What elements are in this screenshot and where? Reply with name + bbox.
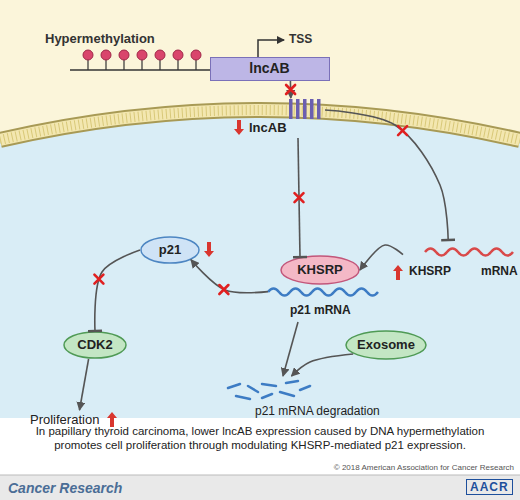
lncrna-label: lncAB xyxy=(235,98,325,138)
node-label: p21 mRNA degradation xyxy=(255,404,380,418)
ellipse-shape xyxy=(141,237,199,263)
node-label: KHSRP xyxy=(409,264,451,278)
methyl-circle xyxy=(119,50,129,60)
membrane-edge xyxy=(0,110,520,140)
mrna-label: KHSRP mRNA xyxy=(403,240,516,282)
arrow-connector xyxy=(191,260,268,293)
node-label: lncAB xyxy=(249,120,287,135)
methyl-circle xyxy=(173,50,183,60)
rna-bar xyxy=(317,99,321,119)
membrane-texture xyxy=(0,110,520,140)
fragment xyxy=(228,384,240,388)
protein-ellipse: p21 xyxy=(140,236,200,264)
arrow-connector xyxy=(292,354,354,376)
rna-bar xyxy=(296,99,300,119)
block-cross xyxy=(94,275,103,284)
lollipop-stalk xyxy=(105,59,106,70)
lollipop-stalk xyxy=(159,59,160,70)
fragment xyxy=(286,381,298,383)
publisher-logo: AACR xyxy=(466,479,513,495)
footer-bar xyxy=(0,475,520,500)
node-label: Exosome xyxy=(345,330,427,360)
copyright-note: © 2018 American Association for Cancer R… xyxy=(300,463,514,472)
node-label: mRNA xyxy=(481,264,518,278)
fragment xyxy=(236,396,250,399)
degradation-label: p21 mRNA degradation xyxy=(215,376,385,422)
journal-name: Cancer Research xyxy=(8,480,122,496)
node-label: KHSRP xyxy=(280,255,360,285)
tss-arrow xyxy=(258,40,284,57)
lollipop-stalk xyxy=(141,59,142,70)
methyl-circle xyxy=(191,50,201,60)
fragment xyxy=(262,384,276,386)
fragment xyxy=(248,386,258,392)
mrna-label: p21 mRNA xyxy=(262,284,382,322)
ellipse-shape xyxy=(64,332,126,358)
cytoplasm-area xyxy=(0,110,520,418)
rna-bar xyxy=(303,99,307,119)
block-cross xyxy=(219,285,228,294)
methyl-circle xyxy=(155,50,165,60)
block-cross xyxy=(398,126,407,135)
down-arrow xyxy=(204,242,214,257)
arrow-connector xyxy=(283,322,298,376)
node-label: lncAB xyxy=(211,58,328,79)
up-arrow xyxy=(393,265,403,280)
methyl-circle xyxy=(137,50,147,60)
fragment xyxy=(280,392,294,396)
promoter-line xyxy=(70,69,210,71)
fragment xyxy=(262,394,272,398)
lollipop-stalk xyxy=(123,59,124,70)
node-label: p21 mRNA xyxy=(290,303,351,317)
down-arrow xyxy=(234,120,244,135)
methyl-circle xyxy=(83,50,93,60)
kinase-ellipse: CDK2 xyxy=(63,331,127,359)
p21-mrna-wave xyxy=(268,289,378,296)
tss-label: TSS xyxy=(289,32,312,46)
inhibition-connector xyxy=(298,138,300,257)
lncrna-bars xyxy=(289,99,321,119)
gene-box: lncAB xyxy=(210,57,330,81)
ellipse-shape xyxy=(346,331,426,359)
lollipop-stalk xyxy=(195,59,196,70)
node-label: p21 xyxy=(140,236,200,264)
change-arrows xyxy=(107,120,403,427)
khsrp-mrna-wave xyxy=(425,249,513,256)
inhibition-connector xyxy=(95,250,140,331)
arrow-connector xyxy=(80,359,89,410)
vesicle-ellipse: Exosome xyxy=(345,330,427,360)
inhibition-connector xyxy=(325,110,448,240)
footer-rule xyxy=(0,475,520,476)
arrow-connector xyxy=(360,245,403,270)
methyl-circle xyxy=(101,50,111,60)
up-arrow xyxy=(107,412,117,427)
fragment xyxy=(300,386,310,390)
lollipop-stalk xyxy=(177,59,178,70)
methylation-lollipops xyxy=(70,50,210,70)
figure-caption: In papillary thyroid carcinoma, lower ln… xyxy=(15,424,505,452)
membrane-band xyxy=(0,110,520,140)
mrna-fragments xyxy=(228,381,310,399)
annotation-text: Hypermethylation xyxy=(45,31,155,46)
lollipop-stalk xyxy=(87,59,88,70)
ellipse-shape xyxy=(281,256,359,284)
node-label: CDK2 xyxy=(63,331,127,359)
protein-ellipse: KHSRP xyxy=(280,255,360,285)
arrow-connector xyxy=(290,81,292,98)
rna-bar xyxy=(289,99,293,119)
node-label: Proliferation xyxy=(30,412,99,427)
rna-bar xyxy=(310,99,314,119)
nucleus-area xyxy=(0,0,520,142)
block-cross xyxy=(286,85,295,94)
block-cross xyxy=(295,193,304,202)
